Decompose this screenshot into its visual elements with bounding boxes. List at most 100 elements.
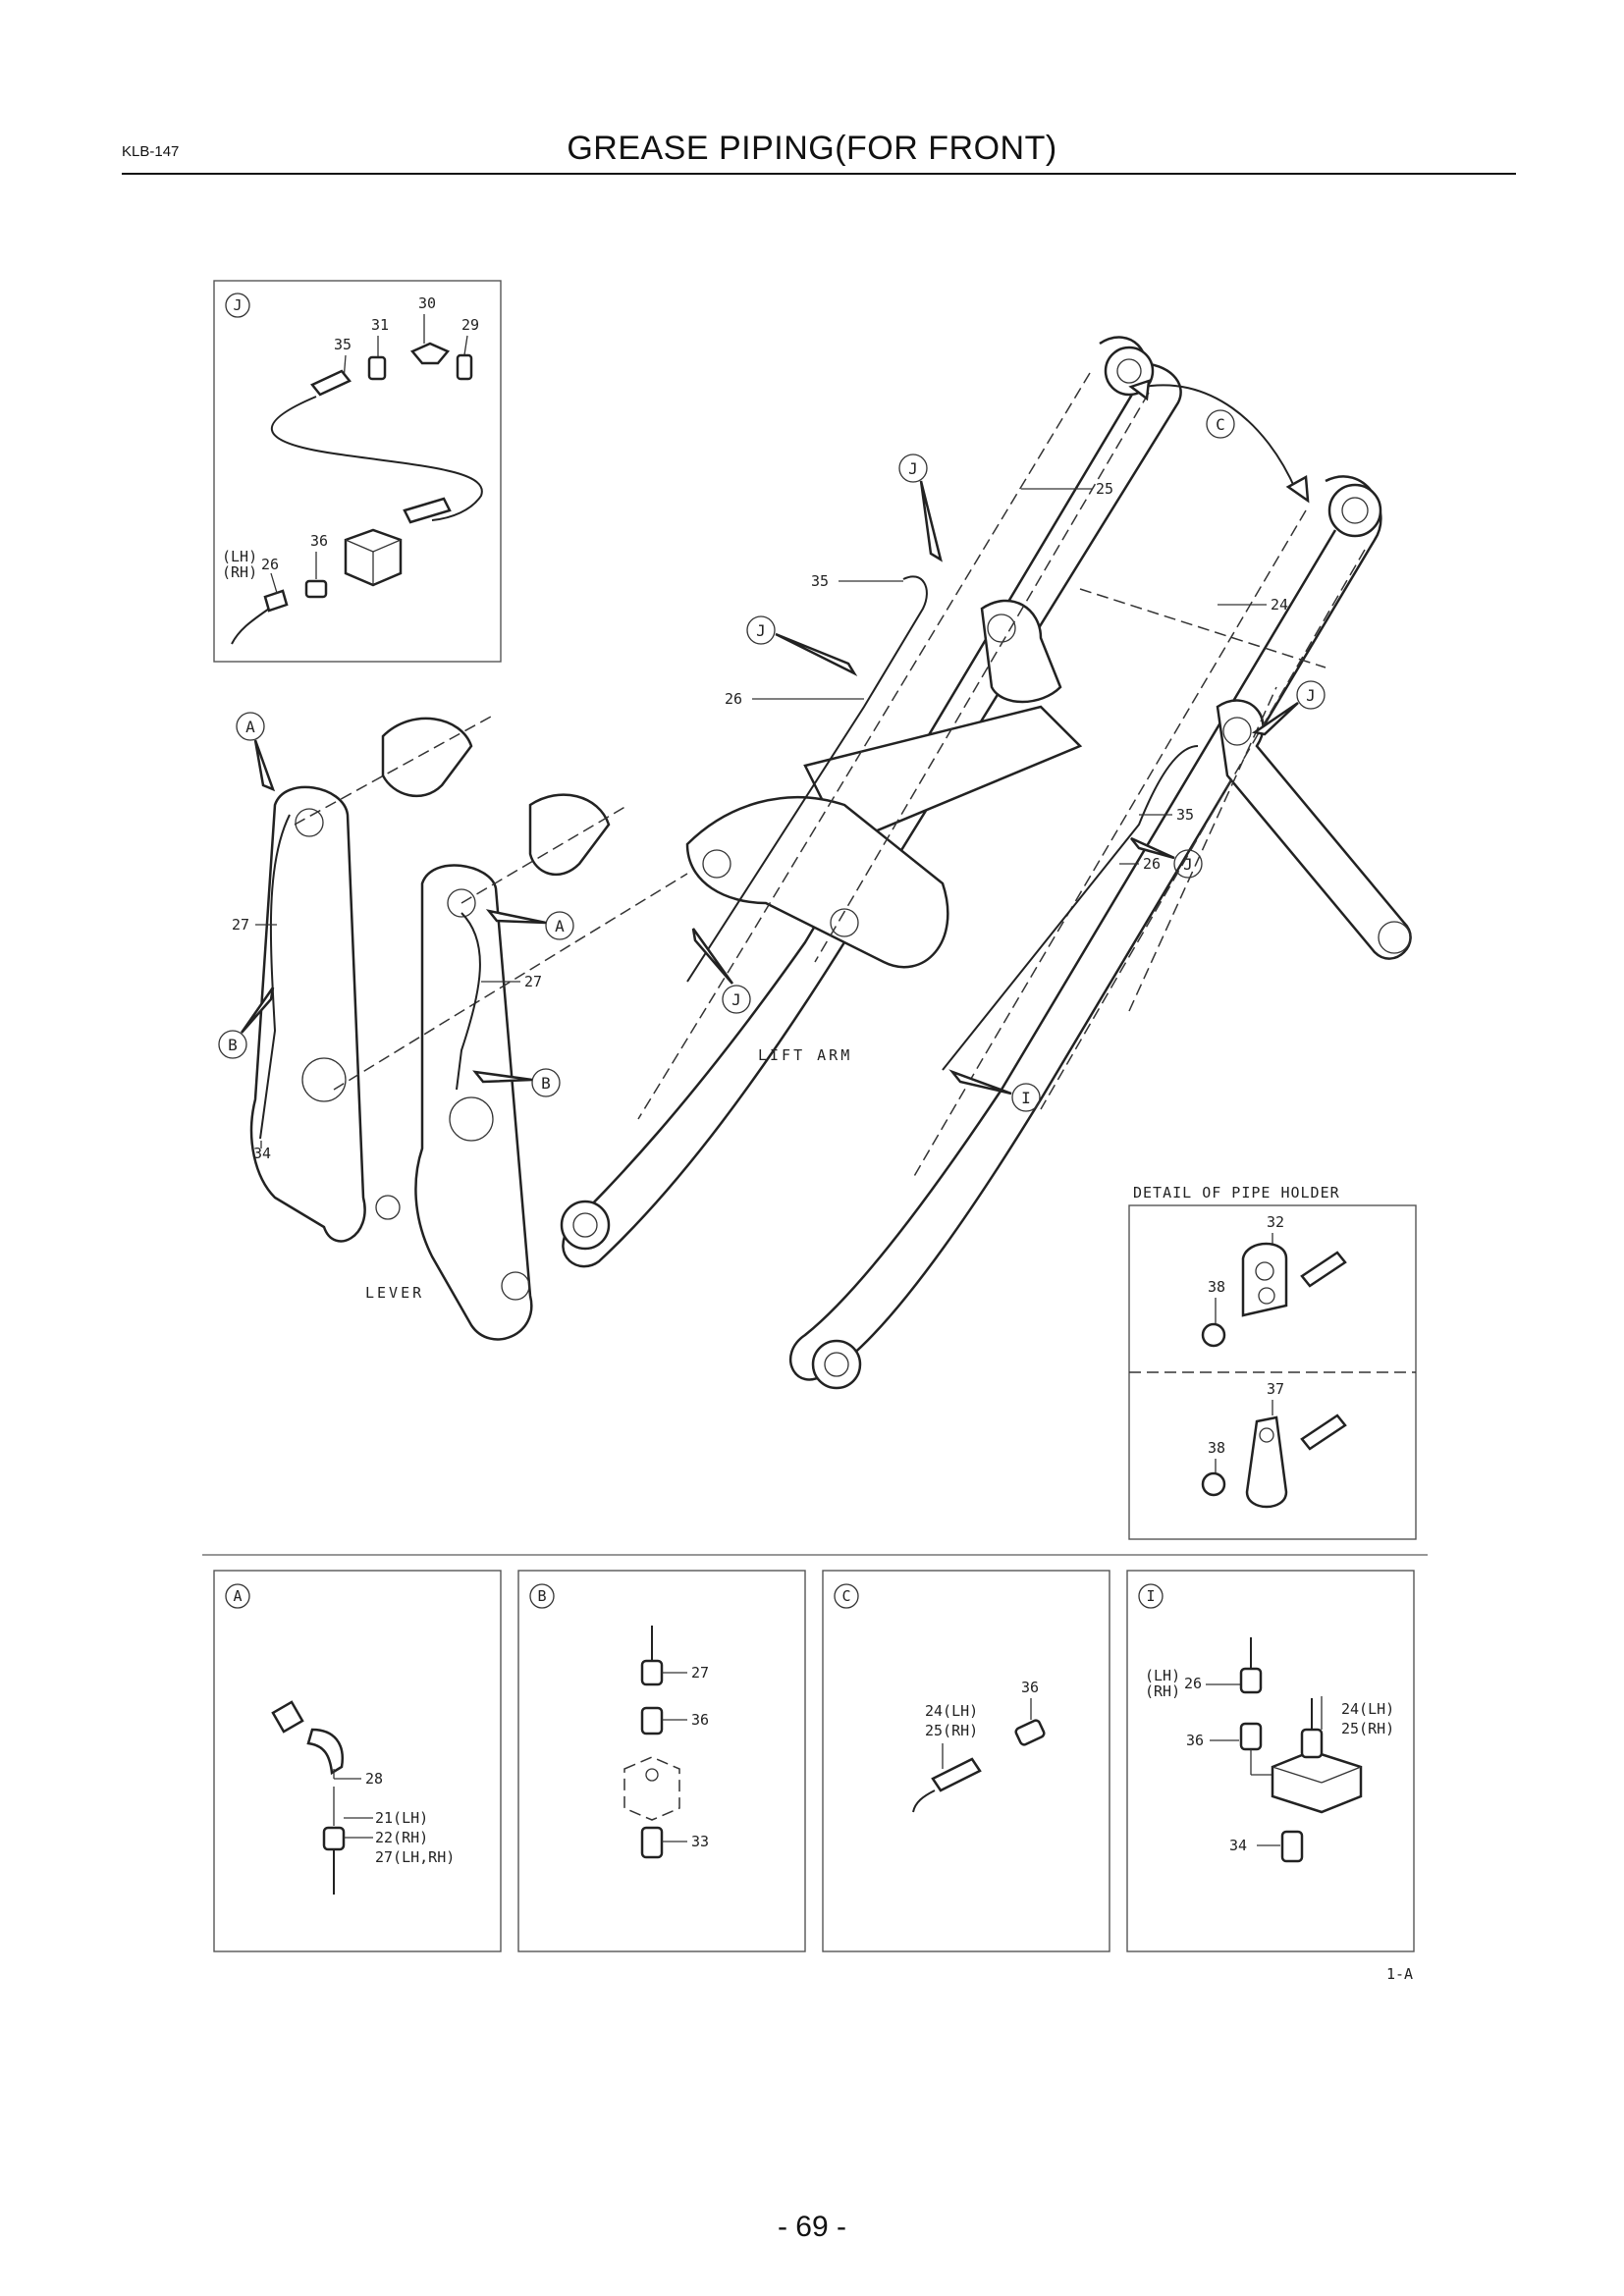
nut-lower xyxy=(1201,1471,1226,1497)
holder-label-32: 32 xyxy=(1267,1213,1284,1231)
detail-i-label-25: 25(RH) xyxy=(1341,1720,1394,1737)
detail-c-panel: C 36 24(LH) 25(RH) xyxy=(822,1570,1110,1952)
callout-26-upper: 26 xyxy=(725,690,742,708)
detail-i-label-rh: (RH) xyxy=(1145,1682,1180,1700)
detail-a-label-27: 27(LH,RH) xyxy=(375,1848,455,1866)
elbow-fitting xyxy=(409,342,451,365)
detail-i-label-24: 24(LH) xyxy=(1341,1700,1394,1718)
marker-j-4: J xyxy=(1183,855,1193,874)
callout-34: 34 xyxy=(253,1145,271,1162)
holder-label-37: 37 xyxy=(1267,1380,1284,1398)
grease-pipe-27-left xyxy=(259,814,291,1140)
page-code: KLB-147 xyxy=(122,143,180,160)
nut-upper xyxy=(1201,1322,1226,1348)
hose-end-i xyxy=(1300,1728,1324,1759)
detail-a-label-21: 21(LH) xyxy=(375,1809,428,1827)
grease-pipe-27-right xyxy=(456,912,481,1091)
detail-c-label-24: 24(LH) xyxy=(925,1702,978,1720)
callout-25: 25 xyxy=(1096,480,1113,498)
detail-j-label-lh: (LH) xyxy=(222,548,257,565)
header-rule xyxy=(122,173,1516,175)
hose-fitting-c xyxy=(931,1757,982,1792)
bucket-cylinder xyxy=(980,599,1062,704)
detail-a-label-22: 22(RH) xyxy=(375,1829,428,1846)
lever-right-plate xyxy=(414,864,533,1341)
detail-j-label-31: 31 xyxy=(371,316,389,334)
detail-i-label-34: 34 xyxy=(1229,1837,1247,1854)
elbow-28 xyxy=(306,1728,344,1776)
marker-b-1: B xyxy=(228,1036,238,1054)
callout-35-lower: 35 xyxy=(1176,806,1194,824)
callout-27-left: 27 xyxy=(232,916,249,934)
lift-cylinder xyxy=(1216,699,1412,960)
pipe-end xyxy=(271,1700,304,1734)
callout-35-upper: 35 xyxy=(811,572,829,590)
detail-c-marker: C xyxy=(841,1587,850,1605)
detail-j-frame xyxy=(213,280,502,663)
grease-nipple-34 xyxy=(1280,1830,1304,1863)
detail-a-marker: A xyxy=(233,1587,242,1605)
marker-c-circle xyxy=(1206,409,1235,439)
detail-b-label-36: 36 xyxy=(691,1711,709,1729)
label-lift-arm: LIFT ARM xyxy=(758,1046,852,1064)
detail-i-label-lh: (LH) xyxy=(1145,1667,1180,1684)
callout-26-lower: 26 xyxy=(1143,855,1161,873)
bolt-lower xyxy=(1300,1414,1347,1451)
detail-i-label-26: 26 xyxy=(1184,1675,1202,1692)
pipe-holder-panel: DETAIL OF PIPE HOLDER 32 38 37 38 xyxy=(1128,1184,1417,1540)
detail-b-panel: B 27 36 33 xyxy=(517,1570,806,1952)
grease-pipe-25 xyxy=(686,575,928,983)
marker-i: I xyxy=(1021,1089,1031,1107)
detail-c-label-36: 36 xyxy=(1021,1679,1039,1696)
bolt-upper xyxy=(1300,1251,1347,1288)
marker-j-3: J xyxy=(1306,686,1316,705)
detail-j-label-30: 30 xyxy=(418,294,436,312)
detail-a-label-28: 28 xyxy=(365,1770,383,1788)
detail-b-label-27: 27 xyxy=(691,1664,709,1682)
callout-24: 24 xyxy=(1271,596,1288,614)
lever-pin-lower xyxy=(528,793,611,876)
marker-j-2: J xyxy=(756,621,766,640)
marker-c: C xyxy=(1216,415,1225,434)
lever-left-plate xyxy=(249,785,366,1243)
adapter-fitting xyxy=(367,355,387,381)
holder-label-38-lower: 38 xyxy=(1208,1439,1225,1457)
coupling-b xyxy=(640,1706,664,1735)
holder-label-38-upper: 38 xyxy=(1208,1278,1225,1296)
detail-c-label-25: 25(RH) xyxy=(925,1722,978,1739)
detail-j-panel: J 30 31 29 35 36 (LH) (RH) 26 xyxy=(213,280,502,663)
figure-ref: 1-A xyxy=(1386,1965,1413,1983)
pipe-holder-title: DETAIL OF PIPE HOLDER xyxy=(1133,1184,1340,1201)
marker-a-1: A xyxy=(245,718,255,736)
label-lever: LEVER xyxy=(365,1284,424,1302)
detail-j-marker-circle xyxy=(225,293,250,318)
detail-i-label-36: 36 xyxy=(1186,1732,1204,1749)
detail-a-panel: A 28 21(LH) 22(RH) 27(LH,RH) xyxy=(213,1570,502,1952)
detail-j-label-26: 26 xyxy=(261,556,279,573)
marker-j-1: J xyxy=(908,459,918,478)
hose-fitting-b xyxy=(640,1659,664,1686)
detail-j-marker: J xyxy=(233,296,242,314)
coupling-i xyxy=(1239,1722,1263,1751)
detail-i-frame xyxy=(1126,1570,1415,1952)
grease-nipple xyxy=(456,353,473,381)
marker-b-2: B xyxy=(541,1074,551,1093)
coupling-c xyxy=(1014,1719,1046,1746)
pipe-clamp-37 xyxy=(1245,1415,1288,1509)
marker-j-5: J xyxy=(731,990,741,1009)
detail-j-label-29: 29 xyxy=(461,316,479,334)
page-title: GREASE PIPING(FOR FRONT) xyxy=(567,130,1057,167)
hose-fitting-a xyxy=(322,1826,346,1851)
grease-nipple-33 xyxy=(640,1826,664,1859)
detail-i-marker: I xyxy=(1146,1587,1155,1605)
detail-j-label-35: 35 xyxy=(334,336,352,353)
detail-j-label-rh: (RH) xyxy=(222,563,257,581)
detail-i-panel: I (LH) (RH) 26 36 24(LH) 25(RH) 34 xyxy=(1126,1570,1415,1952)
hose-end-upper xyxy=(310,369,352,397)
lift-arm-drawing: C J J J J J I 25 24 35 26 35 26 LIFT A xyxy=(560,336,1412,1390)
front-frame xyxy=(685,795,949,969)
detail-a-frame xyxy=(213,1570,502,1952)
lever-pin-upper xyxy=(381,717,473,798)
lever-drawing: A A B B 27 27 34 LEVER xyxy=(218,712,688,1341)
